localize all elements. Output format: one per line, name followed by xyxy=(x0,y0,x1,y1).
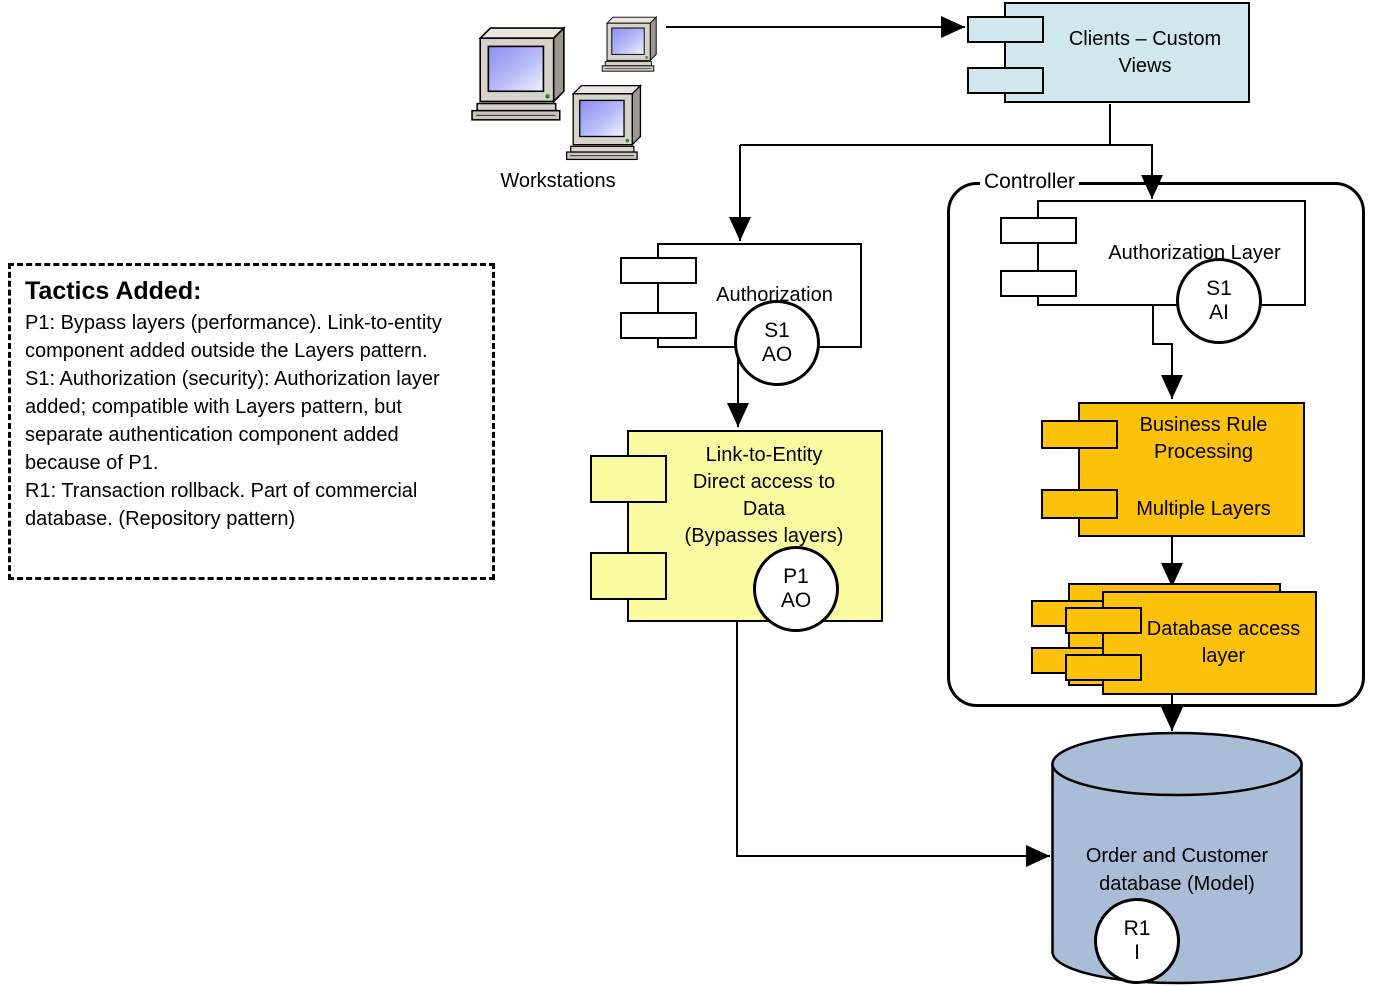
database-label: Order and Customer database (Model) xyxy=(1085,845,1269,895)
business-rule-title: Business Rule Processing xyxy=(1139,414,1268,463)
component-port-tab xyxy=(620,257,697,284)
component-port-tab xyxy=(1041,420,1118,449)
workstation-icon xyxy=(565,84,642,161)
tactics-item: S1: Authorization (security): Authorizat… xyxy=(25,368,440,474)
business-rule-component: Business Rule Processing Multiple Layers xyxy=(1041,402,1305,537)
workstation-icon xyxy=(471,27,565,121)
component-port-tab xyxy=(1065,607,1142,634)
link-to-entity-label: Link-to-Entity Direct access to Data (By… xyxy=(684,444,844,547)
business-rule-subtitle: Multiple Layers xyxy=(1136,498,1271,520)
badge-s1-ao: S1 AO xyxy=(734,300,820,386)
workstations-label: Workstations xyxy=(500,170,616,192)
workstation-icon xyxy=(601,16,657,72)
authorization-layer-component: Authorization Layer xyxy=(1000,200,1306,306)
component-port-tab xyxy=(967,16,1044,43)
controller-label: Controller xyxy=(980,170,1080,194)
component-port-tab xyxy=(1000,270,1077,297)
component-port-tab xyxy=(1065,654,1142,681)
tactics-heading: Tactics Added: xyxy=(25,277,202,305)
component-port-tab xyxy=(967,67,1044,94)
component-port-tab xyxy=(1000,217,1077,244)
database-access-label: Database access layer xyxy=(1146,618,1301,667)
tactics-item: R1: Transaction rollback. Part of commer… xyxy=(25,480,418,530)
arrow-authorization-layer-to-business-rule xyxy=(1152,305,1183,399)
tactics-box: Tactics Added: P1: Bypass layers (perfor… xyxy=(8,263,495,580)
tactics-item: P1: Bypass layers (performance). Link-to… xyxy=(25,312,442,362)
clients-label: Clients – Custom Views xyxy=(1068,27,1222,77)
authorization-label: Authorization xyxy=(716,284,833,306)
component-port-tab xyxy=(1041,489,1118,519)
badge-r1-i: R1 I xyxy=(1094,898,1180,984)
badge-p1-ao: P1 AO xyxy=(753,546,839,632)
component-port-tab xyxy=(590,455,667,503)
authorization-layer-label: Authorization Layer xyxy=(1108,241,1281,264)
badge-s1-ai: S1 AI xyxy=(1176,258,1262,344)
database-access-component: Database access layer xyxy=(1065,591,1317,695)
component-port-tab xyxy=(590,552,667,600)
clients-component: Clients – Custom Views xyxy=(967,2,1250,103)
component-port-tab xyxy=(620,312,697,339)
arrow-link-to-entity-to-database xyxy=(736,621,1050,867)
link-to-entity-component: Link-to-Entity Direct access to Data (By… xyxy=(590,430,883,622)
